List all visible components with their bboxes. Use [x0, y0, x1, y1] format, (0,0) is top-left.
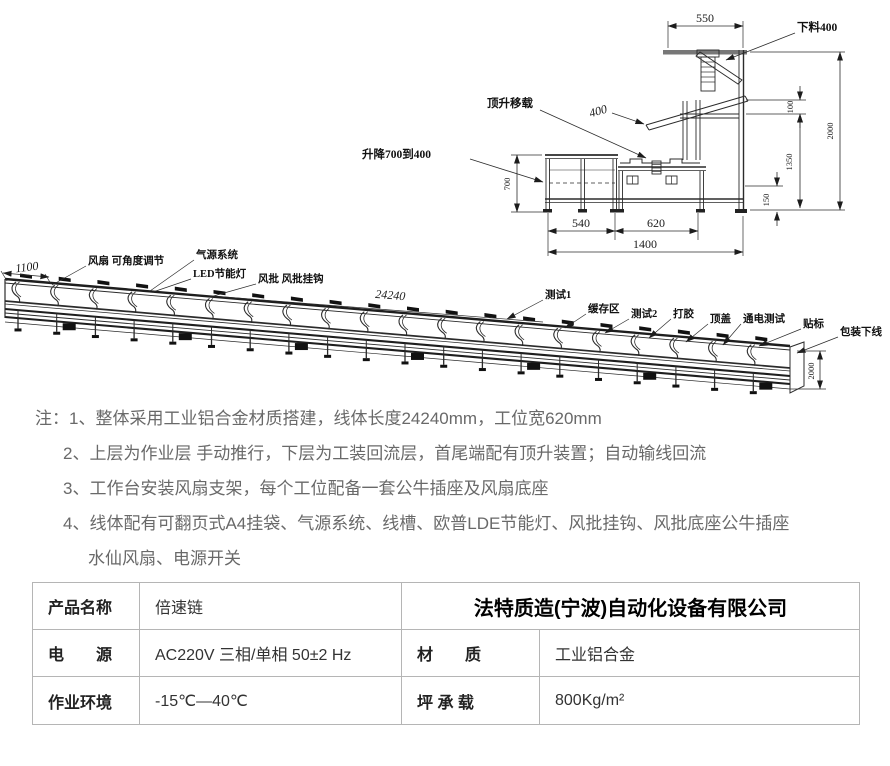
label-station-cover: 顶盖	[710, 312, 731, 325]
note-text: 整体采用工业铝合金材质搭建，线体长度24240mm，工位宽620mm	[95, 409, 602, 428]
label-screwdriver-hook: 风批 风批挂钩	[258, 272, 324, 285]
note-prefix: 注：	[35, 409, 69, 428]
cross-section-drawing: 550 下料400 400	[362, 11, 845, 256]
table-label-material: 材 质	[402, 630, 540, 677]
note-number: 4、	[63, 514, 90, 533]
spec-table: 产品名称 倍速链 法特质造(宁波)自动化设备有限公司 电 源 AC220V 三相…	[32, 582, 860, 725]
table-label-floor-load: 坪 承 载	[402, 677, 540, 724]
dim-1400: 1400	[633, 237, 657, 251]
conveyor-line-drawing: 1100 风扇 可角度调节 气源系统 LED节能灯 风批 风批挂钩 24240 …	[0, 248, 882, 395]
dim-620: 620	[647, 216, 665, 230]
label-fan: 风扇 可角度调节	[88, 254, 165, 267]
table-label-power: 电 源	[33, 630, 140, 677]
notes-block: 注：1、整体采用工业铝合金材质搭建，线体长度24240mm，工位宽620mm 2…	[35, 401, 865, 576]
label-station-test2: 测试2	[631, 307, 657, 320]
dim-700: 700	[502, 178, 512, 191]
note-number: 3、	[63, 479, 90, 498]
note-number: 2、	[63, 444, 90, 463]
note-text: 线体配有可翻页式A4挂袋、气源系统、线槽、欧普LDE节能灯、风批挂钩、风批底座公…	[89, 514, 790, 533]
table-value-product-name: 倍速链	[140, 583, 402, 630]
label-station-glue: 打胶	[673, 307, 694, 320]
label-station-labeling: 贴标	[802, 317, 824, 330]
dim-150: 150	[761, 194, 771, 207]
label-lift-range: 升降700到400	[362, 147, 431, 161]
table-label-environment: 作业环境	[33, 677, 140, 724]
label-station-buffer: 缓存区	[587, 302, 620, 315]
note-line-3: 3、工作台安装风扇支架，每个工位配备一套公牛插座及风扇底座	[35, 471, 865, 506]
note-number: 1、	[69, 409, 96, 428]
dim-400-incline: 400	[587, 102, 608, 120]
dim-24240: 24240	[375, 287, 406, 303]
note-text: 水仙风扇、电源开关	[88, 549, 241, 568]
table-value-power: AC220V 三相/单相 50±2 Hz	[140, 630, 402, 677]
dim-550: 550	[696, 11, 714, 25]
dim-1350: 1350	[784, 154, 794, 171]
dim-2000: 2000	[825, 123, 835, 140]
label-lift-transfer: 顶升移载	[487, 96, 533, 110]
label-station-power-test: 通电测试	[743, 312, 785, 325]
label-station-packing: 包装下线	[840, 325, 882, 338]
table-value-environment: -15℃—40℃	[140, 677, 402, 724]
technical-drawing: 550 下料400 400	[0, 11, 882, 395]
dim-540: 540	[572, 216, 590, 230]
label-blanking: 下料400	[797, 20, 837, 34]
note-line-4: 4、线体配有可翻页式A4挂袋、气源系统、线槽、欧普LDE节能灯、风批挂钩、风批底…	[35, 506, 865, 541]
note-line-5: 水仙风扇、电源开关	[35, 541, 865, 576]
dim-100: 100	[785, 101, 795, 114]
note-text: 上层为作业层 手动推行，下层为工装回流层，首尾端配有顶升装置；自动输线回流	[89, 444, 707, 463]
table-value-material: 工业铝合金	[540, 630, 859, 677]
company-name: 法特质造(宁波)自动化设备有限公司	[402, 583, 859, 630]
label-station-test1: 测试1	[545, 288, 571, 301]
note-line-1: 注：1、整体采用工业铝合金材质搭建，线体长度24240mm，工位宽620mm	[35, 401, 865, 436]
dim-end-height: 2000	[806, 363, 816, 380]
label-air-system: 气源系统	[195, 248, 238, 261]
dim-1100: 1100	[15, 259, 40, 276]
table-value-floor-load: 800Kg/m²	[555, 691, 625, 709]
table-label-product-name: 产品名称	[33, 583, 140, 630]
label-led-lamp: LED节能灯	[193, 267, 247, 280]
note-line-2: 2、上层为作业层 手动推行，下层为工装回流层，首尾端配有顶升装置；自动输线回流	[35, 436, 865, 471]
note-text: 工作台安装风扇支架，每个工位配备一套公牛插座及风扇底座	[89, 479, 549, 498]
